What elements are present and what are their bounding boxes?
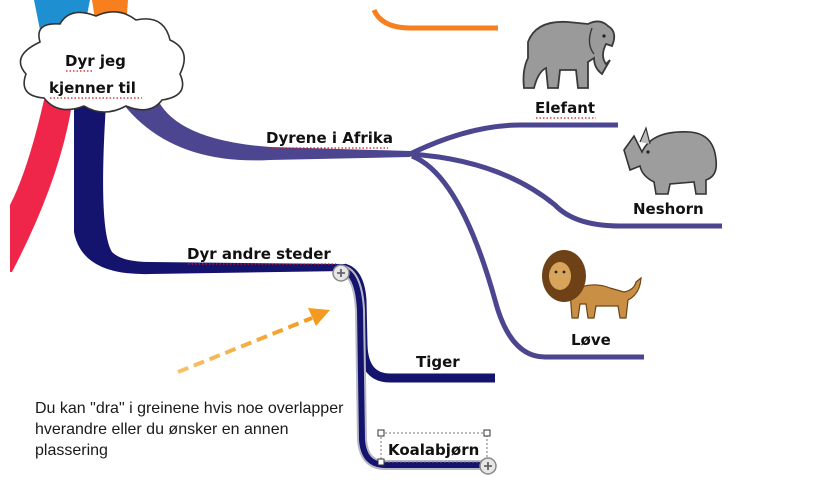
subtopic-koala[interactable]: Koalabjørn — [388, 441, 479, 459]
help-note: Du kan "dra" i greinene hvis noe overlap… — [35, 400, 344, 459]
branch-line-koala[interactable] — [341, 267, 486, 468]
subtopic-tiger[interactable]: Tiger — [416, 353, 460, 371]
drag-arrow — [177, 308, 330, 374]
selection-handle-icon[interactable] — [483, 429, 491, 437]
subtopic-love[interactable]: Løve — [571, 331, 611, 349]
branch-line-elefant[interactable] — [408, 122, 618, 157]
other-branch[interactable] — [74, 100, 345, 275]
orange-branch-top[interactable] — [371, 8, 498, 31]
africa-branch-label[interactable]: Dyrene i Afrika — [266, 129, 393, 147]
expand-plus-icon[interactable] — [479, 457, 497, 475]
selection-handle-icon[interactable] — [377, 458, 385, 466]
expand-plus-icon[interactable] — [332, 264, 350, 282]
central-topic-line2: kjenner til — [49, 79, 136, 97]
selection-handle-icon[interactable] — [377, 429, 385, 437]
africa-branch[interactable] — [112, 88, 410, 161]
spell-underline — [50, 70, 142, 99]
subtopic-elefant[interactable]: Elefant — [535, 99, 595, 117]
branch-line-neshorn[interactable] — [409, 151, 722, 229]
subtopic-neshorn[interactable]: Neshorn — [633, 200, 704, 218]
selection-box[interactable] — [377, 429, 491, 466]
branch-line-love[interactable] — [411, 153, 644, 360]
lion-image[interactable] — [542, 250, 642, 319]
red-branch[interactable] — [10, 100, 72, 272]
other-branch-label[interactable]: Dyr andre steder — [187, 245, 331, 263]
central-topic-line1: Dyr jeg — [65, 52, 126, 70]
rhino-image[interactable] — [623, 126, 718, 195]
central-topic-cloud[interactable] — [19, 11, 186, 113]
elephant-image[interactable] — [522, 20, 616, 89]
